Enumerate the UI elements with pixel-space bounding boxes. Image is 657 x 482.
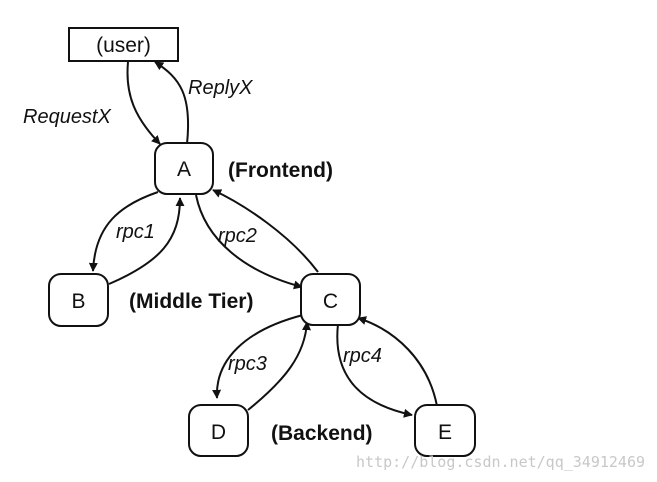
edge-reply-a-to-user [154, 61, 189, 145]
node-d: D [188, 404, 249, 457]
node-c-label: C [323, 290, 338, 313]
node-a-label: A [177, 158, 191, 181]
edge-request-user-to-a [126, 61, 161, 145]
edge-label-request: RequestX [23, 106, 111, 128]
edge-label-reply: ReplyX [188, 77, 253, 99]
node-user: (user) [68, 27, 179, 62]
node-c: C [300, 273, 361, 326]
edge-rpc2-a-to-c [195, 194, 303, 290]
edge-rpc3-d-to-c [247, 321, 311, 411]
edges [88, 61, 438, 418]
tier-label-middle: (Middle Tier) [129, 290, 253, 313]
edge-label-rpc3: rpc3 [228, 353, 267, 375]
node-b: B [48, 273, 109, 327]
node-a: A [154, 142, 214, 195]
node-b-label: B [71, 290, 85, 313]
edge-label-rpc4: rpc4 [343, 345, 382, 367]
node-e: E [414, 404, 476, 457]
edge-rpc3-c-to-d [212, 314, 304, 399]
tier-label-backend: (Backend) [271, 422, 373, 445]
edge-rpc1-b-to-a [108, 197, 185, 285]
edge-label-rpc2: rpc2 [218, 225, 257, 247]
edge-label-rpc1: rpc1 [116, 221, 155, 243]
node-d-label: D [211, 421, 226, 444]
watermark: http://blog.csdn.net/qq_34912469 [356, 453, 645, 471]
node-user-label: (user) [96, 34, 151, 57]
edge-rpc4-e-to-c [357, 316, 438, 407]
tier-label-frontend: (Frontend) [228, 159, 333, 182]
edge-rpc4-c-to-e [336, 323, 413, 418]
node-e-label: E [438, 421, 452, 444]
edge-rpc2-c-to-a [212, 189, 319, 273]
edge-rpc1-a-to-b [88, 191, 159, 272]
